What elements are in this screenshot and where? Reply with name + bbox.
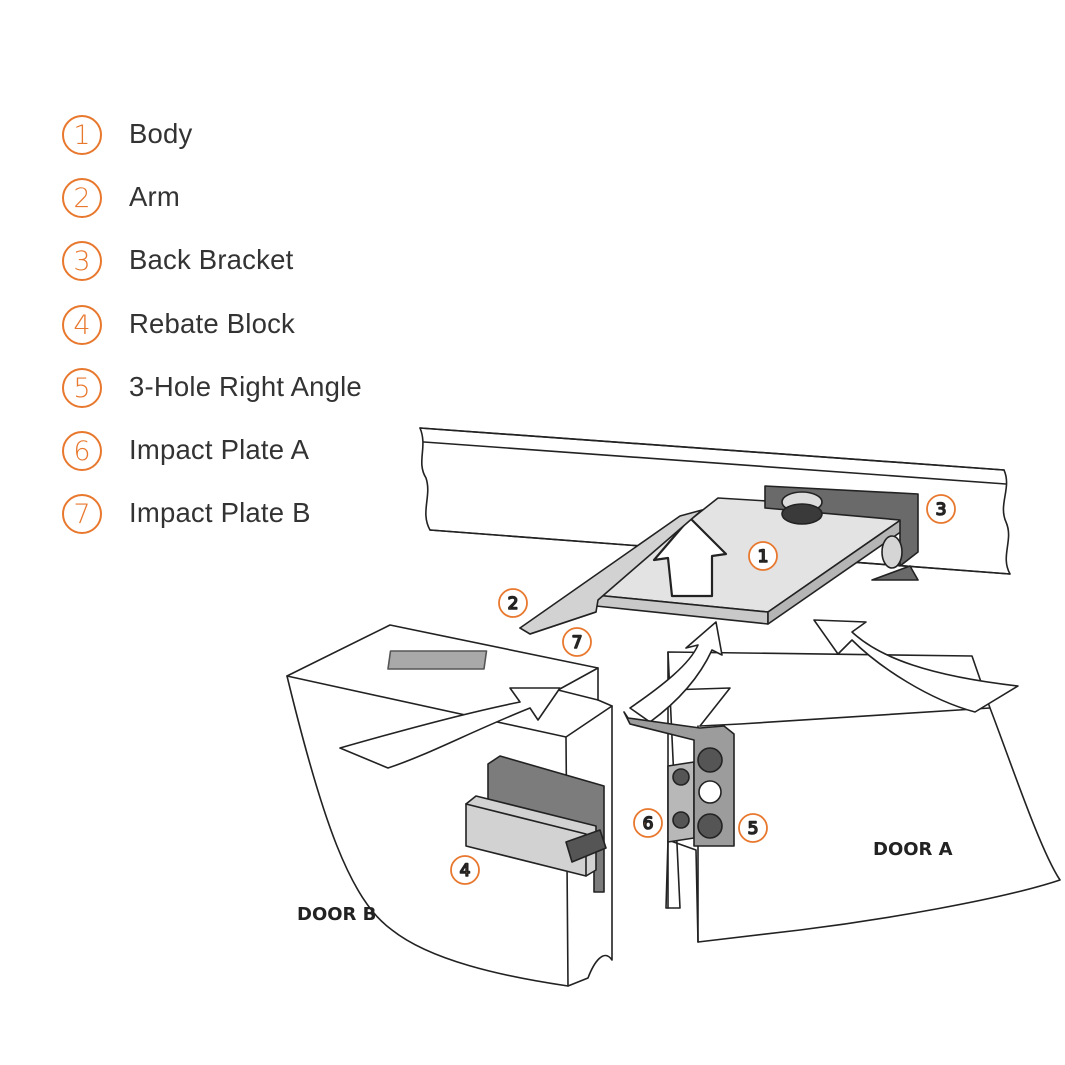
svg-text:5: 5 — [748, 819, 759, 839]
callout-1: 1 — [748, 541, 778, 571]
svg-text:7: 7 — [572, 633, 583, 653]
legend-item-impact-plate-b: 7 Impact Plate B — [62, 494, 422, 538]
callout-4: 4 — [450, 855, 480, 885]
legend-item-body: 1 Body — [62, 115, 422, 159]
legend-item-right-angle: 5 3-Hole Right Angle — [62, 368, 422, 412]
svg-text:3: 3 — [936, 500, 947, 520]
arrow-right — [813, 619, 1019, 713]
callout-6: 6 — [633, 808, 663, 838]
legend-label: Back Bracket — [129, 244, 294, 275]
legend-label: Arm — [129, 181, 181, 212]
legend-item-back-bracket: 3 Back Bracket — [62, 241, 422, 285]
body-up-arrow — [652, 516, 728, 598]
door-b — [286, 624, 613, 987]
legend-number-badge: 7 — [62, 494, 102, 534]
svg-text:4: 4 — [460, 861, 471, 881]
callout-3: 3 — [926, 494, 956, 524]
svg-text:1: 1 — [758, 547, 769, 567]
right-angle-bracket — [623, 711, 735, 847]
screw-hole — [697, 747, 723, 773]
svg-text:2: 2 — [508, 594, 519, 614]
legend-label: Impact Plate B — [129, 497, 311, 528]
legend-number-badge: 4 — [62, 305, 102, 345]
impact-plate-b — [387, 650, 488, 670]
legend-number-badge: 2 — [62, 178, 102, 218]
door-a-label: DOOR A — [873, 839, 953, 860]
legend-label: Rebate Block — [129, 308, 295, 339]
svg-text:6: 6 — [643, 814, 654, 834]
legend-number-badge: 1 — [62, 115, 102, 155]
rebate-screw — [565, 829, 607, 863]
direction-arrows — [339, 619, 1019, 769]
impact-plate-a — [667, 761, 695, 843]
legend-label: Body — [129, 118, 193, 149]
door-a — [665, 651, 1061, 943]
screw-hole — [697, 813, 723, 839]
arrow-door-a — [629, 621, 723, 723]
legend-item-rebate-block: 4 Rebate Block — [62, 305, 422, 349]
back-bracket — [764, 485, 919, 581]
legend-number-badge: 3 — [62, 241, 102, 281]
callout-7: 7 — [562, 627, 592, 657]
arrow-door-b — [339, 687, 561, 769]
callout-2: 2 — [498, 588, 528, 618]
legend-number-badge: 6 — [62, 431, 102, 471]
arm — [519, 509, 703, 635]
legend-item-arm: 2 Arm — [62, 178, 422, 222]
legend-item-impact-plate-a: 6 Impact Plate A — [62, 431, 422, 475]
bracket-pivot — [881, 535, 903, 569]
callout-5: 5 — [738, 813, 768, 843]
rebate-block — [465, 755, 607, 893]
legend-number-badge: 5 — [62, 368, 102, 408]
screw-hole — [698, 780, 722, 804]
door-b-label: DOOR B — [297, 904, 376, 925]
legend-label: 3-Hole Right Angle — [129, 371, 362, 402]
legend-label: Impact Plate A — [129, 434, 310, 465]
